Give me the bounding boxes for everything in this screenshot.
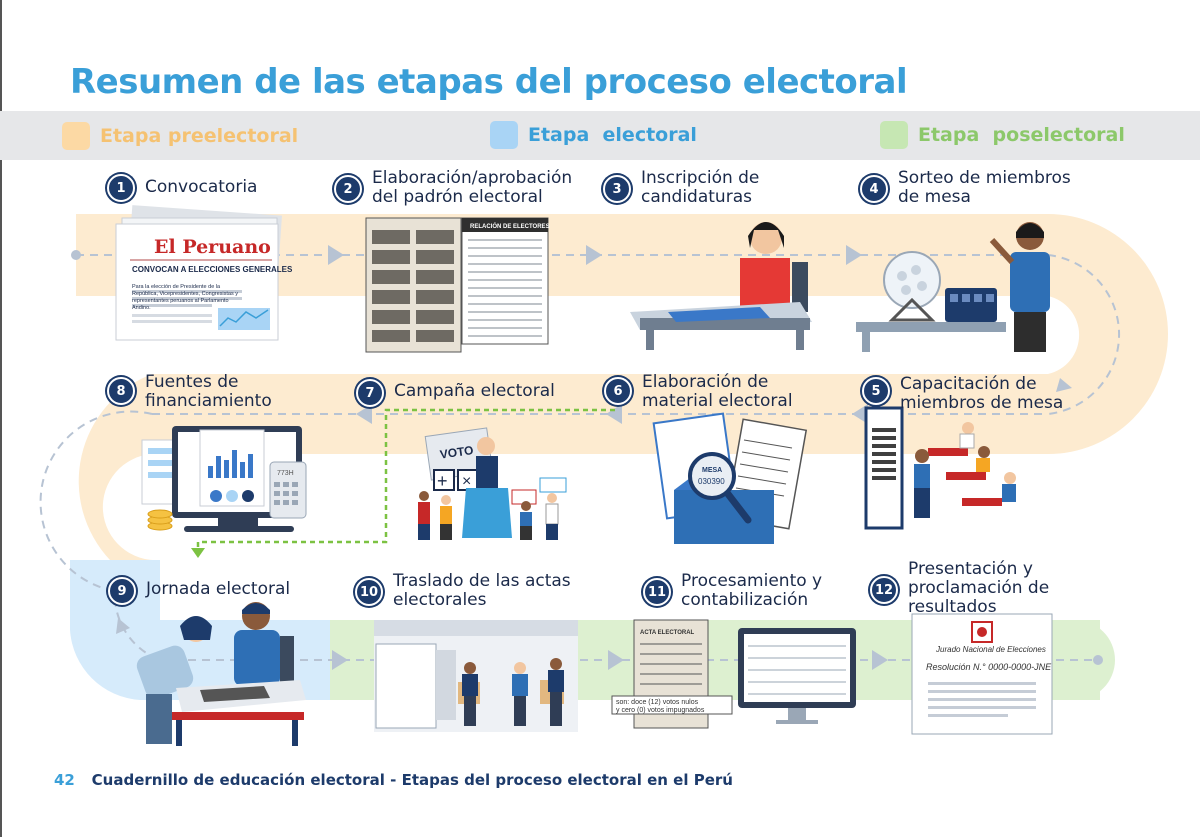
padron-header: RELACIÓN DE ELECTORES: [470, 222, 550, 230]
step-7: 7 Campaña electoral: [356, 379, 576, 407]
step-label-2: Elaboración/aprobación del padrón electo…: [372, 168, 573, 207]
results-illustration: Jurado Nacional de Elecciones Resolución…: [911, 613, 1053, 735]
campaign-sign: VOTO: [439, 443, 474, 462]
legend-poselectoral: Etapa poselectoral: [880, 121, 1125, 149]
material-sticker-number: 030390: [698, 477, 725, 486]
legend-electoral: Etapa electoral: [490, 121, 697, 149]
step-3: 3 Inscripción de candidaturas: [603, 169, 793, 207]
newspaper-illustration: El Peruano CONVOCAN A ELECCIONES GENERAL…: [115, 205, 293, 341]
step-label-8: Fuentes de financiamiento: [145, 372, 272, 411]
step-6: 6 Elaboración de material electoral: [604, 373, 804, 411]
processing-sheet-title: ACTA ELECTORAL: [640, 630, 695, 636]
stage-legend-band: [0, 111, 1200, 160]
campaign-illustration: VOTO + ×: [418, 427, 567, 540]
step-number-1: 1: [107, 174, 135, 202]
registration-illustration: [630, 222, 812, 350]
material-illustration: MESA 030390: [652, 412, 808, 544]
step-8: 8 Fuentes de financiamiento: [107, 373, 297, 411]
newspaper-headline: CONVOCAN A ELECCIONES GENERALES: [132, 265, 293, 274]
step-label-11: Procesamiento y contabilización: [681, 571, 823, 610]
page-title: Resumen de las etapas del proceso electo…: [70, 62, 908, 102]
step-label-7: Campaña electoral: [394, 381, 555, 401]
page-footer: 42 Cuadernillo de educación electoral - …: [54, 771, 733, 789]
legend-label-preelectoral: Etapa preelectoral: [100, 125, 299, 147]
step-10: 10 Traslado de las actas electorales: [355, 572, 585, 610]
training-illustration: [864, 406, 1016, 530]
step-label-9: Jornada electoral: [146, 579, 291, 599]
transfer-illustration: [374, 620, 578, 732]
step-5: 5 Capacitación de miembros de mesa: [862, 375, 1077, 413]
step-number-7: 7: [356, 379, 384, 407]
newspaper-body-line: República, Vicepresidentes, Congresistas…: [132, 291, 238, 297]
finance-illustration: 773H: [141, 426, 307, 532]
step-1: 1 Convocatoria: [107, 174, 297, 202]
legend-swatch-poselectoral: [880, 121, 908, 149]
newspaper-body-line: Para la elección de Presidente de la: [132, 284, 221, 290]
step-9: 9 Jornada electoral: [108, 577, 318, 605]
legend-label-poselectoral: Etapa poselectoral: [918, 124, 1125, 146]
footer-text: Cuadernillo de educación electoral - Eta…: [91, 771, 733, 789]
step-number-3: 3: [603, 175, 631, 203]
padron-illustration: RELACIÓN DE ELECTORES: [365, 217, 550, 353]
step-label-12: Presentación y proclamación de resultado…: [908, 559, 1050, 617]
processing-illustration: ACTA ELECTORAL: [611, 619, 856, 729]
results-institution: Jurado Nacional de Elecciones: [935, 645, 1046, 654]
svg-text:+: +: [437, 471, 448, 491]
step-label-5: Capacitación de miembros de mesa: [900, 374, 1064, 413]
material-sticker-label: MESA: [702, 467, 722, 474]
step-number-8: 8: [107, 377, 135, 405]
election-day-illustration: [136, 602, 306, 746]
step-number-10: 10: [355, 578, 383, 606]
processing-caption-line: son: doce (12) votos nulos: [616, 699, 699, 706]
page-number: 42: [54, 771, 75, 789]
step-2: 2 Elaboración/aprobación del padrón elec…: [334, 169, 584, 207]
step-12: 12 Presentación y proclamación de result…: [870, 560, 1070, 617]
step-label-6: Elaboración de material electoral: [642, 372, 793, 411]
newspaper-body-line: Andino.: [132, 305, 151, 311]
step-number-4: 4: [860, 175, 888, 203]
svg-text:×: ×: [462, 473, 471, 490]
step-number-9: 9: [108, 577, 136, 605]
step-number-2: 2: [334, 175, 362, 203]
step-number-11: 11: [643, 578, 671, 606]
step-11: 11 Procesamiento y contabilización: [643, 572, 843, 610]
processing-caption-line: y cero (0) votos impugnados: [616, 707, 705, 714]
finance-calc: 773H: [277, 470, 294, 477]
step-label-1: Convocatoria: [145, 177, 258, 197]
step-number-12: 12: [870, 576, 898, 604]
newspaper-name: El Peruano: [154, 236, 271, 258]
step-number-5: 5: [862, 377, 890, 405]
step-label-10: Traslado de las actas electorales: [393, 571, 571, 610]
legend-swatch-electoral: [490, 121, 518, 149]
step-number-6: 6: [604, 377, 632, 405]
legend-swatch-preelectoral: [62, 122, 90, 150]
step-4: 4 Sorteo de miembros de mesa: [860, 169, 1075, 207]
newspaper-body-line: representantes peruanos al Parlamento: [132, 298, 229, 304]
step-label-3: Inscripción de candidaturas: [641, 168, 760, 207]
draw-illustration: [856, 222, 1050, 352]
results-resolution: Resolución N.° 0000-0000-JNE: [926, 662, 1052, 672]
step-label-4: Sorteo de miembros de mesa: [898, 168, 1071, 207]
legend-preelectoral: Etapa preelectoral: [62, 122, 298, 150]
legend-label-electoral: Etapa electoral: [528, 124, 697, 146]
